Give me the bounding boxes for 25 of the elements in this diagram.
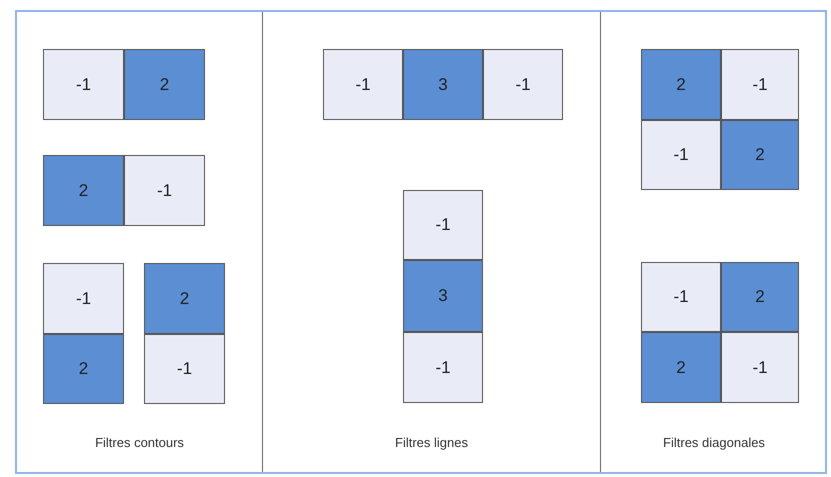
filter-weight-cell: 2 xyxy=(43,334,124,404)
filter-weight-cell: -1 xyxy=(144,334,225,404)
panel-caption: Filtres contours xyxy=(94,435,185,450)
filter-weight-cell: 2 xyxy=(124,49,205,120)
panel-caption: Filtres diagonales xyxy=(662,435,766,450)
filter-weight-cell: -1 xyxy=(403,332,483,403)
filter-weight-cell: -1 xyxy=(483,49,563,120)
filter-weight-cell: -1 xyxy=(43,49,124,120)
filter-weight-cell: -1 xyxy=(641,262,721,332)
filter-weight-cell: -1 xyxy=(323,49,403,120)
filter-weight-cell: 3 xyxy=(403,49,483,120)
panel-caption: Filtres lignes xyxy=(394,435,469,450)
filter-weight-cell: -1 xyxy=(721,49,799,120)
filter-weight-cell: 2 xyxy=(641,49,721,120)
filter-weight-cell: 2 xyxy=(641,332,721,403)
filter-weight-cell: -1 xyxy=(43,263,124,334)
filter-weight-cell: -1 xyxy=(124,155,205,226)
filter-weight-cell: 2 xyxy=(721,120,799,190)
filter-weight-cell: 2 xyxy=(43,155,124,226)
filter-weight-cell: -1 xyxy=(403,190,483,260)
filter-weight-cell: -1 xyxy=(641,120,721,190)
filter-weight-cell: 2 xyxy=(144,263,225,334)
filter-weight-cell: -1 xyxy=(721,332,799,403)
filter-weight-cell: 2 xyxy=(721,262,799,332)
filter-weight-cell: 3 xyxy=(403,260,483,332)
